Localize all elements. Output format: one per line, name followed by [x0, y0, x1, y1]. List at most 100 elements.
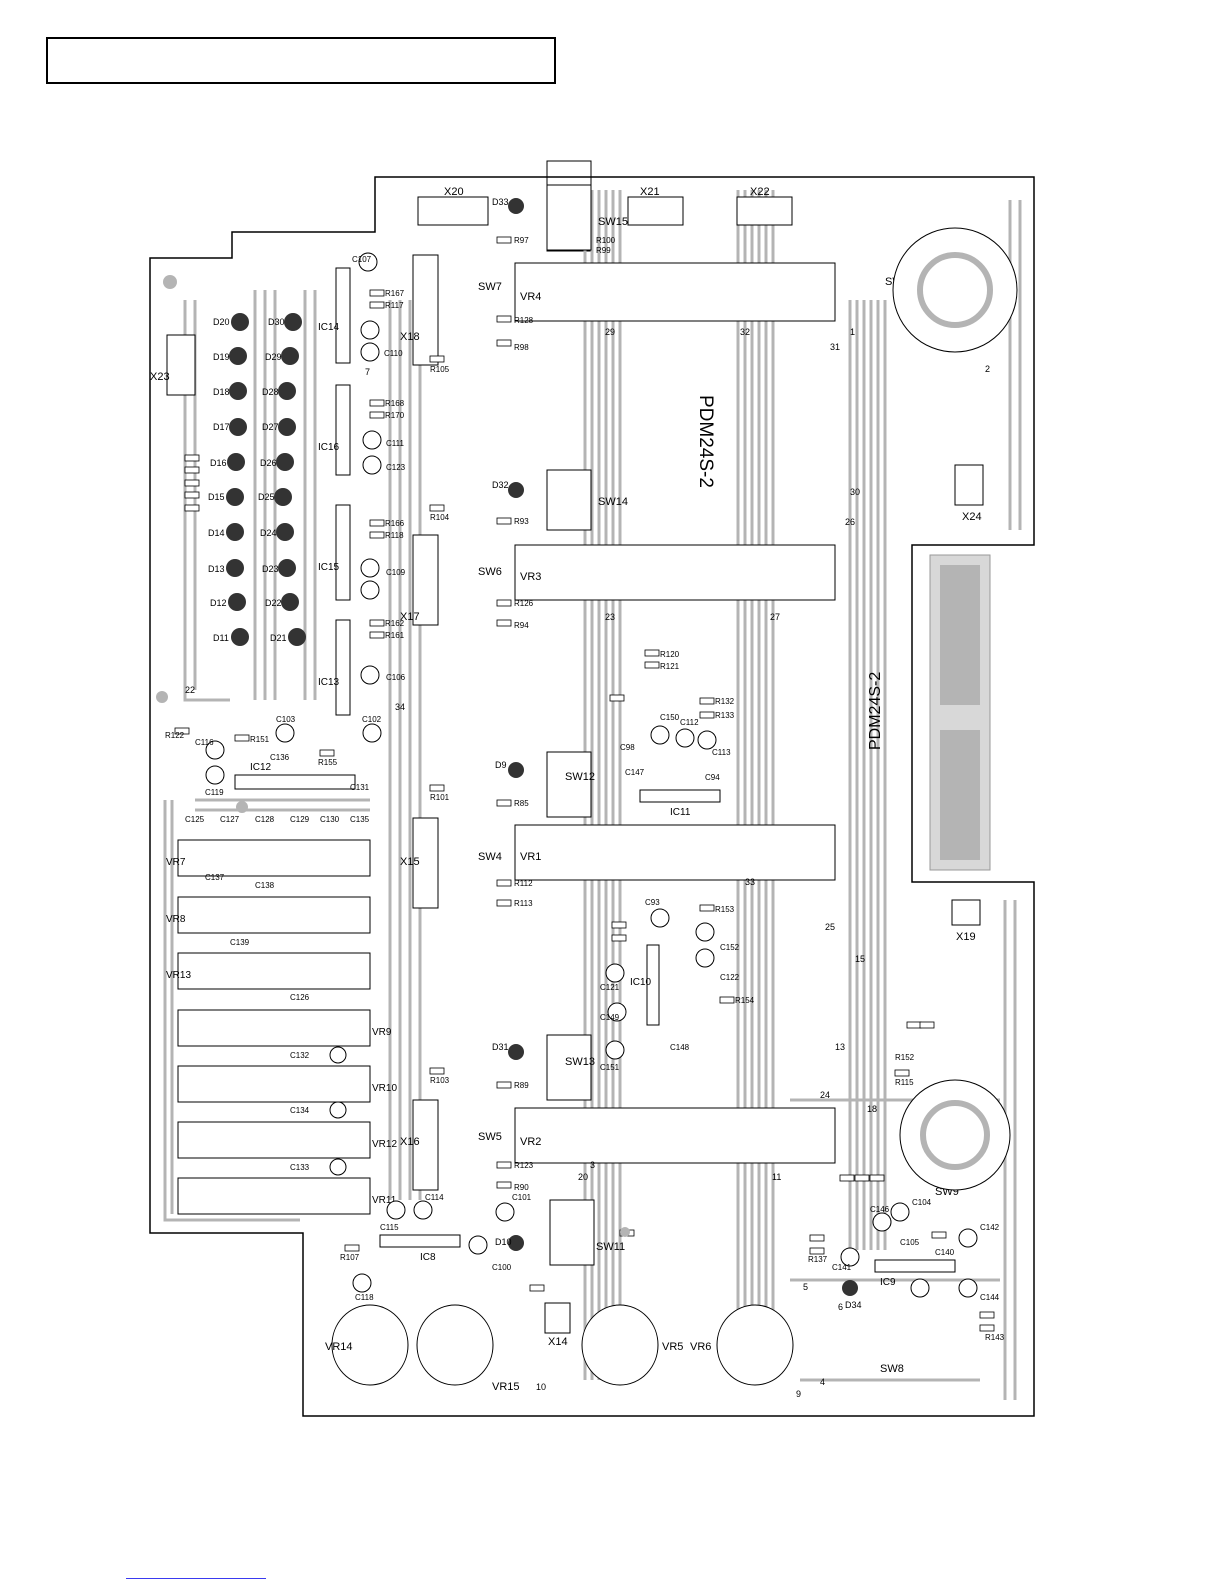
- capacitor-label: C121: [600, 983, 620, 992]
- other-diode-labels: D33 D32 D9 D31 D10 D34: [492, 197, 862, 1310]
- center-fader-labels: VR4 VR3 VR1 VR2: [520, 291, 541, 1148]
- diode-label: D28: [262, 387, 279, 397]
- jumper-label: 27: [770, 612, 780, 622]
- ic-label: IC15: [318, 562, 340, 573]
- pot-label: VR5: [662, 1341, 683, 1353]
- fader-label: VR13: [166, 970, 191, 981]
- dimmer-slot-lower: [940, 730, 980, 860]
- resistor-label: R168: [385, 399, 405, 408]
- diode-column-left: [226, 313, 249, 646]
- resistor-label: R93: [514, 517, 529, 526]
- resistor-label: R118: [385, 531, 404, 540]
- dimmer-slot-upper: [940, 565, 980, 705]
- capacitor-label: C126: [290, 993, 310, 1002]
- diode-label: D9: [495, 760, 507, 770]
- jumper-label: 3: [590, 1160, 595, 1170]
- connector-label: X14: [548, 1336, 568, 1348]
- ic-label: IC16: [318, 442, 340, 453]
- resistor-label: R104: [430, 513, 450, 522]
- connector-label: X21: [640, 186, 660, 198]
- capacitor-label: C128: [255, 815, 275, 824]
- capacitor-label: C116: [195, 738, 214, 747]
- capacitor-label: C127: [220, 815, 240, 824]
- diode-label: D32: [492, 480, 509, 490]
- resistor-label: R112: [514, 879, 533, 888]
- switch-bodies: [546, 184, 595, 1266]
- resistor-label: R152: [895, 1053, 915, 1062]
- jumper-label: 18: [867, 1104, 877, 1114]
- fader-label: VR2: [520, 1136, 541, 1148]
- sw9-rotary: [899, 1079, 1011, 1191]
- capacitor-label: C137: [205, 873, 225, 882]
- connector-label: X22: [750, 186, 770, 198]
- resistor-label: R167: [385, 289, 405, 298]
- sw10-rotary: [892, 227, 1018, 353]
- jumper-label: 23: [605, 612, 615, 622]
- other-diodes: [508, 198, 858, 1296]
- pot-label: VR6: [690, 1341, 711, 1353]
- resistor-label: R100: [596, 236, 616, 245]
- resistor-label: R94: [514, 621, 529, 630]
- footer-link-line: [126, 1578, 266, 1579]
- switch-label: SW14: [598, 496, 628, 508]
- resistor-label: R161: [385, 631, 405, 640]
- capacitor-label: C144: [980, 1293, 1000, 1302]
- fader-label: VR1: [520, 851, 541, 863]
- center-faders: [514, 262, 836, 1164]
- capacitor-label: C149: [600, 1013, 620, 1022]
- board-name-label-lower: PDM24S-2: [867, 672, 884, 750]
- jumper-label: 25: [825, 922, 835, 932]
- diode-label: D15: [208, 492, 225, 502]
- diode-label: D30: [268, 317, 285, 327]
- jumper-label: 34: [395, 702, 405, 712]
- resistor-label: R85: [514, 799, 529, 808]
- capacitor-label: C150: [660, 713, 680, 722]
- capacitor-label: C141: [832, 1263, 852, 1272]
- switch-label: SW6: [478, 566, 502, 578]
- resistor-label: R99: [596, 246, 611, 255]
- capacitor-label: C114: [425, 1193, 444, 1202]
- jumper-label: 9: [796, 1389, 801, 1399]
- resistor-label: R162: [385, 619, 405, 628]
- switch-label: SW8: [880, 1363, 904, 1375]
- capacitor-label: C115: [380, 1223, 399, 1232]
- diode-label: D14: [208, 528, 225, 538]
- jumper-label: 4: [820, 1377, 825, 1387]
- diode-label: D16: [210, 458, 227, 468]
- jumper-label: 26: [845, 517, 855, 527]
- pot-label: VR14: [325, 1341, 353, 1353]
- ic-bodies: [234, 267, 956, 1273]
- capacitor-label: C109: [386, 568, 406, 577]
- connector-label: X18: [400, 331, 420, 343]
- resistor-label: R103: [430, 1076, 450, 1085]
- capacitor-label: C122: [720, 973, 740, 982]
- jumper-label: 11: [772, 1172, 781, 1182]
- connector-label: X16: [400, 1136, 420, 1148]
- resistor-label: R126: [514, 599, 534, 608]
- resistor-label: R122: [165, 731, 185, 740]
- resistor-label: R154: [735, 996, 755, 1005]
- mounting-holes: [156, 275, 630, 1237]
- resistor-label: R89: [514, 1081, 529, 1090]
- capacitor-label: C119: [205, 788, 224, 797]
- resistor-label: R143: [985, 1333, 1005, 1342]
- capacitor-label: C125: [185, 815, 205, 824]
- diode-label: D24: [260, 528, 277, 538]
- resistor-label: R101: [430, 793, 450, 802]
- left-fader-labels: VR7 VR8 VR13 VR9 VR10 VR12 VR11: [166, 857, 397, 1206]
- capacitor-labels: C107 C110 C111 C123 C109 C106 C103 C102 …: [185, 255, 1000, 1302]
- resistor-label: R123: [514, 1161, 534, 1170]
- resistor-bodies: [174, 236, 995, 1332]
- jumper-label: 24: [820, 1090, 830, 1100]
- diode-label: D27: [262, 422, 279, 432]
- connector-labels: X20 X21 X22 X23 X24 X18 X17 X15 X16 X14 …: [150, 186, 982, 1348]
- fader-label: VR3: [520, 571, 541, 583]
- capacitor-label: C93: [645, 898, 660, 907]
- capacitor-label: C94: [705, 773, 720, 782]
- fader-label: VR7: [166, 857, 186, 868]
- switch-label: SW12: [565, 771, 595, 783]
- capacitor-label: C107: [352, 255, 372, 264]
- diode-label: D29: [265, 352, 282, 362]
- diode-label: D34: [845, 1300, 862, 1310]
